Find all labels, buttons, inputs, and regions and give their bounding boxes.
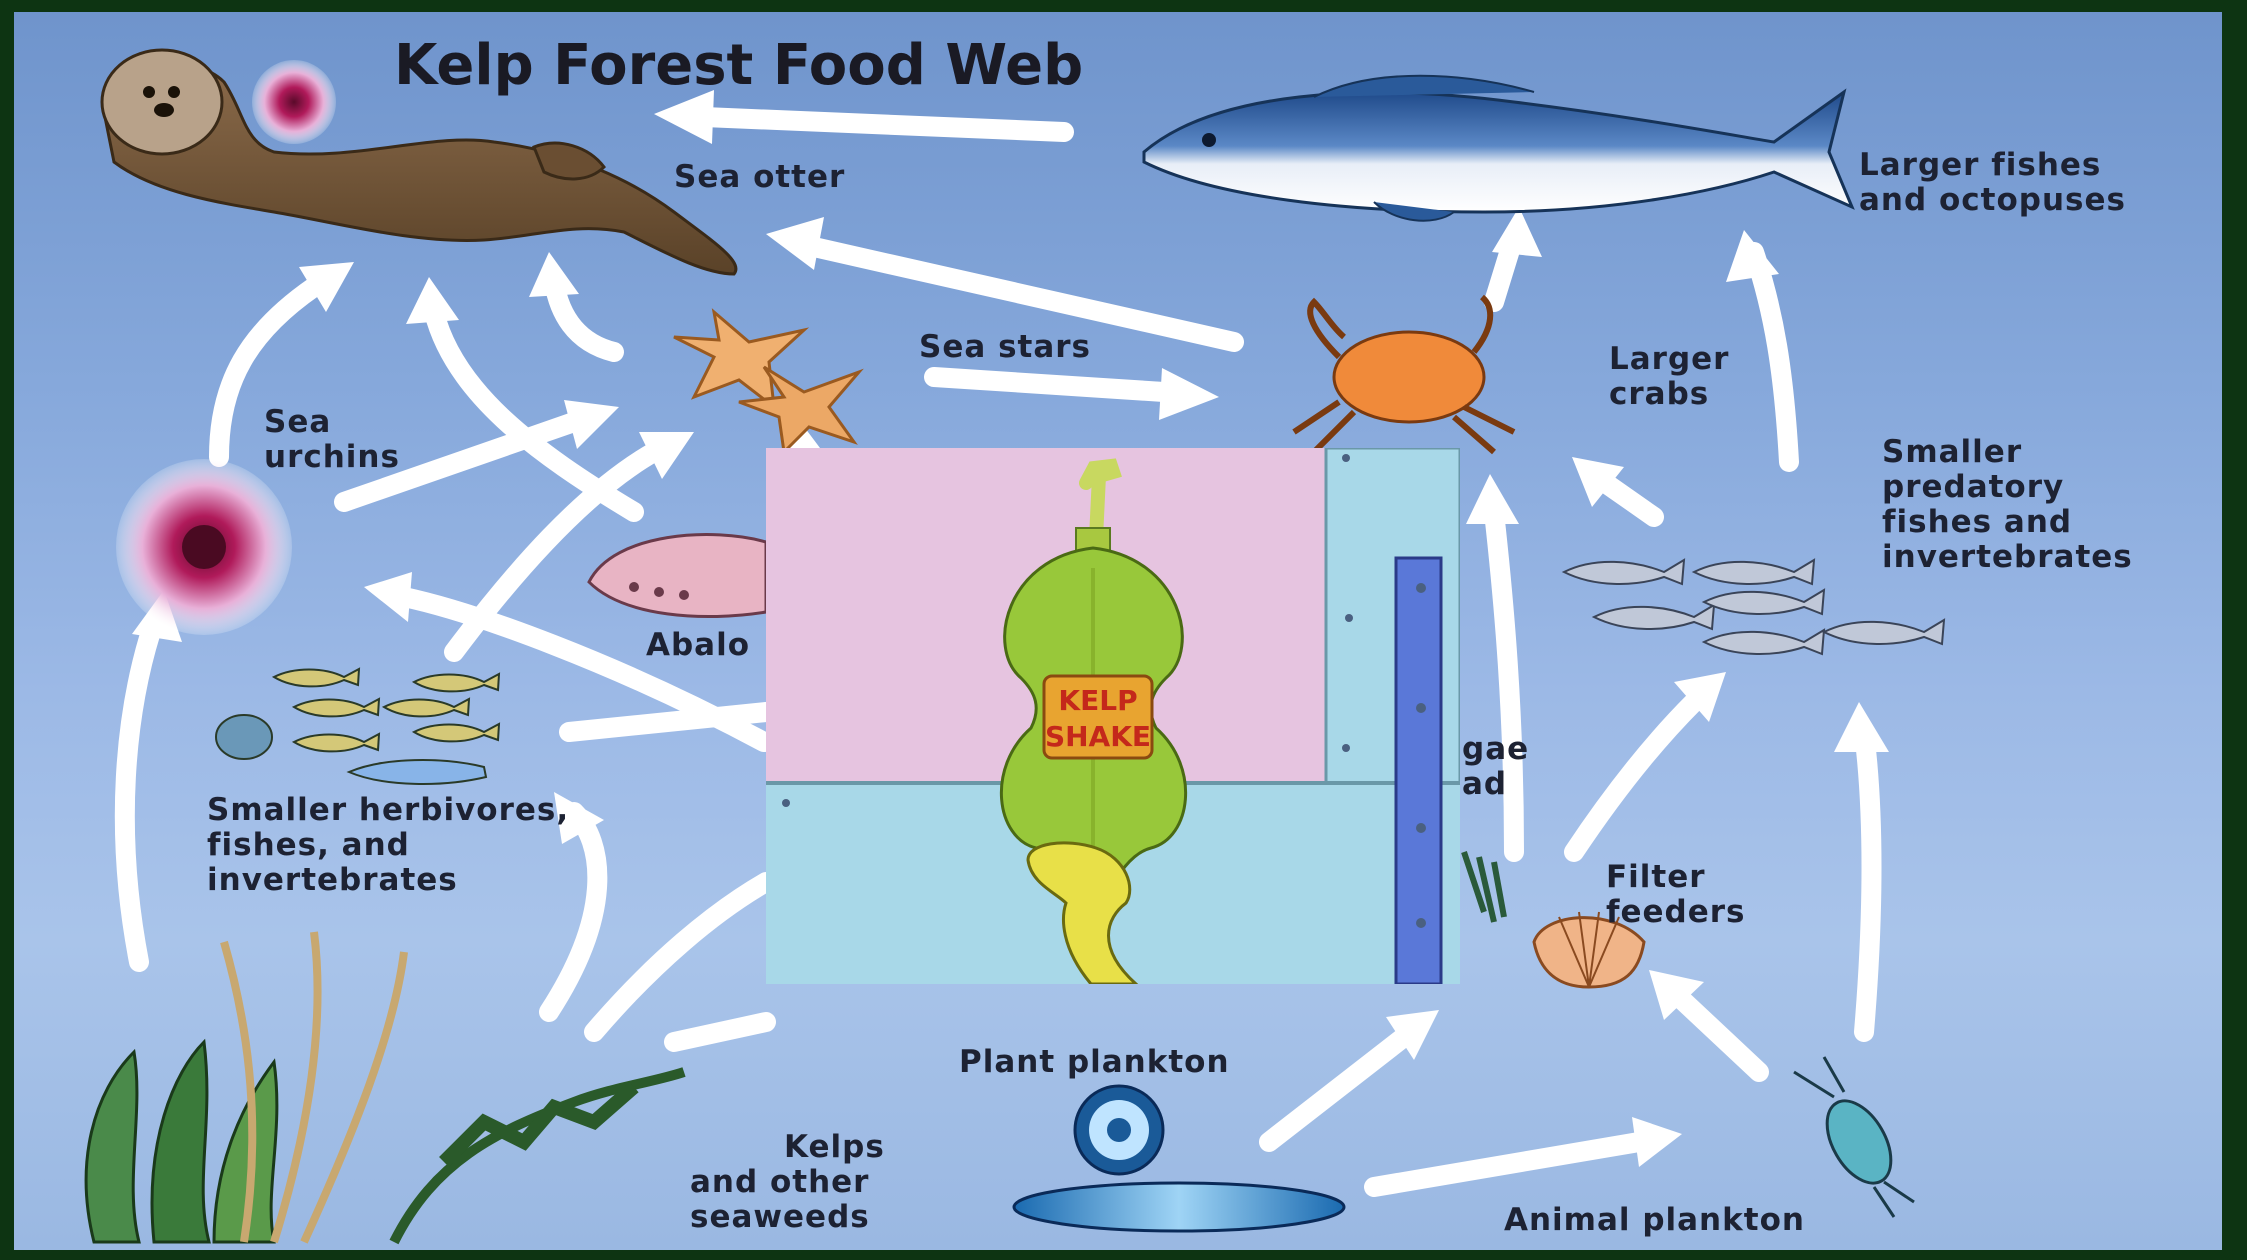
arrow-plantplankton-to-filter [1269,1037,1404,1142]
arrowhead [654,90,714,144]
arrowhead [1159,368,1219,420]
label-filter-feeders-1: Filter [1606,859,1706,895]
label-larger-crabs-1: Larger [1609,341,1729,377]
arrowhead [766,217,824,270]
diagram-title: Kelp Forest Food Web [394,33,1083,98]
arrowhead [406,277,459,324]
arrow-fish-to-otter [704,117,1064,132]
label-algae-2: ad [1462,766,1507,802]
arrowhead [1834,702,1889,752]
kelp-shake-scene: KELP SHAKE [766,448,1460,984]
label-smaller-herbivores-1: Smaller herbivores, [207,792,569,828]
arrow-smallpred-to-largefish [1754,252,1789,462]
animal-plankton-illustration [1794,1057,1914,1217]
smaller-herbivores-illustration [216,669,499,784]
arrow-kelp-to-herbivores [549,812,597,1012]
label-larger-fishes-2: and octopuses [1859,182,2126,218]
arrow-kelp-right [674,1022,766,1042]
arrow-animal-to-filter [1679,997,1759,1072]
arrow-crab-to-otter [814,247,1234,342]
arrowhead [529,252,579,297]
kelps-illustration [86,932,684,1242]
bottle-label-text-2: SHAKE [1045,720,1151,753]
arrow-animalplankton-to-smallpred [1864,732,1872,1032]
label-smaller-predatory-1: Smaller [1882,434,2022,470]
larger-crabs-illustration [1294,297,1514,452]
arrow-seastar-to-crab [934,377,1164,392]
label-smaller-predatory-4: invertebrates [1882,539,2133,575]
arrow-filter-to-smallpred [1574,702,1694,852]
label-sea-urchins-2: urchins [264,439,400,475]
label-plant-plankton: Plant plankton [959,1044,1230,1080]
urchin-in-otter-paws [252,60,336,144]
larger-fish-illustration [1144,76,1852,221]
food-web-panel: Kelp Forest Food Web Sea otter Larger fi… [14,12,2222,1250]
arrowhead [1726,230,1779,282]
arrow-kelp-to-urchin [125,622,154,962]
arrow-smallpred-to-crab [1604,482,1654,517]
arrowhead [1632,1117,1682,1167]
kelp-shake-overlay-image: KELP SHAKE [766,448,1460,984]
label-kelps-2: and other [690,1164,869,1200]
sea-urchin-illustration [116,459,292,635]
label-sea-urchins-1: Sea [264,404,331,440]
arrow-plankton-to-animal [1374,1142,1639,1187]
label-algae-1: gae [1462,731,1529,767]
sea-stars-illustration [674,312,859,452]
label-animal-plankton: Animal plankton [1504,1202,1805,1238]
label-kelps-1: Kelps [784,1129,885,1165]
label-filter-feeders-2: feeders [1606,894,1746,930]
arrow-kelp-up [594,882,766,1032]
arrowhead [1466,474,1519,524]
label-smaller-predatory-2: predatory [1882,469,2064,505]
label-sea-otter: Sea otter [674,159,845,195]
arrowhead [364,572,412,622]
abalone-illustration [589,535,766,617]
plant-plankton-illustration [1014,1086,1344,1231]
bottle-label-text-1: KELP [1058,684,1137,717]
label-sea-stars: Sea stars [919,329,1091,365]
label-larger-crabs-2: crabs [1609,376,1709,412]
arrowhead [1492,207,1542,257]
label-abalone: Abalo [646,627,750,663]
label-smaller-predatory-3: fishes and [1882,504,2072,540]
label-smaller-herbivores-3: invertebrates [207,862,458,898]
label-kelps-3: seaweeds [690,1199,870,1235]
arrowhead [564,400,619,449]
label-larger-fishes-1: Larger fishes [1859,147,2101,183]
label-smaller-herbivores-2: fishes, and [207,827,410,863]
